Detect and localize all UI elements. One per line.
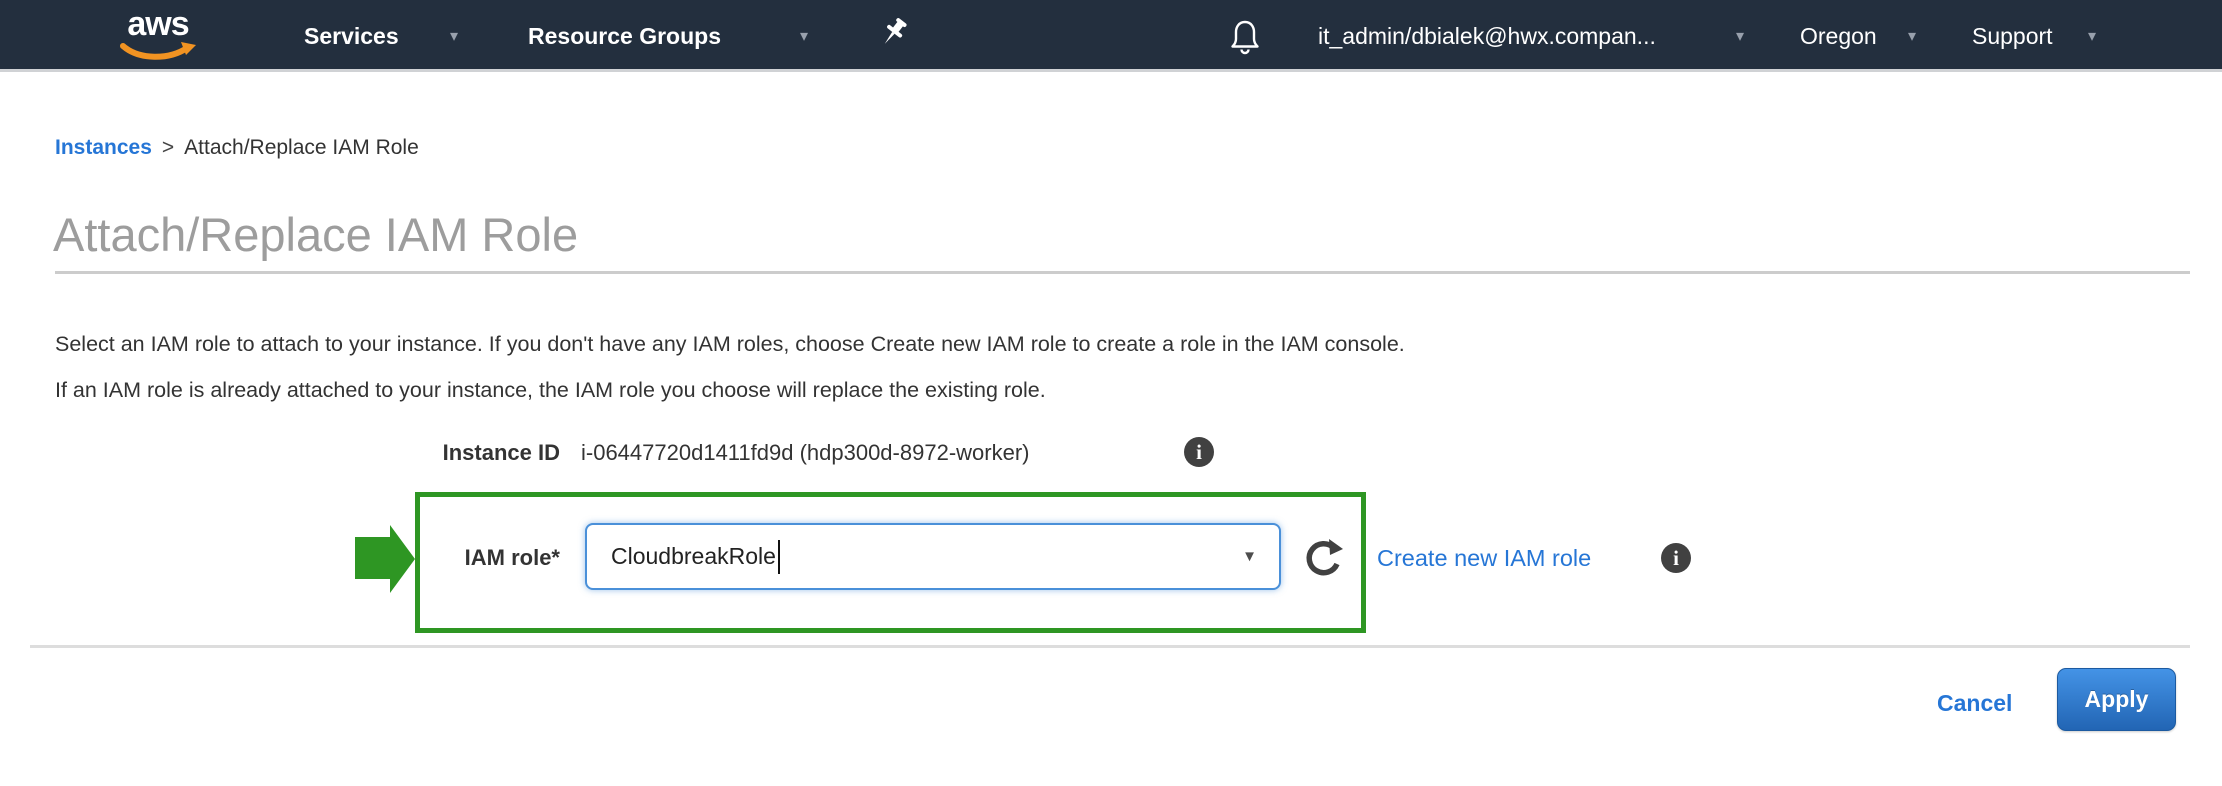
nav-resource-groups[interactable]: Resource Groups xyxy=(528,23,721,49)
green-highlight-box xyxy=(415,492,1366,633)
green-highlight-arrow-icon xyxy=(355,525,415,593)
text-cursor xyxy=(777,539,780,574)
title-divider xyxy=(55,271,2190,274)
top-navigation-bar: aws Services ▾ Resource Groups ▾ it_admi… xyxy=(0,0,2222,72)
region-caret-icon[interactable]: ▾ xyxy=(1908,28,1917,45)
user-account-menu[interactable]: it_admin/dbialek@hwx.compan... xyxy=(1318,23,1656,49)
iam-role-value: CloudbreakRole xyxy=(611,543,776,569)
aws-smile-icon xyxy=(120,42,196,60)
refresh-roles-icon[interactable] xyxy=(1303,536,1343,580)
instance-id-label: Instance ID xyxy=(442,440,560,465)
iam-role-info-icon[interactable]: i xyxy=(1661,543,1691,573)
apply-button[interactable]: Apply xyxy=(2057,668,2176,731)
user-menu-caret-icon[interactable]: ▾ xyxy=(1736,28,1745,45)
description-line-1: Select an IAM role to attach to your ins… xyxy=(55,332,1405,356)
page-title: Attach/Replace IAM Role xyxy=(53,208,579,261)
breadcrumb-separator: > xyxy=(161,136,175,159)
notifications-bell-icon[interactable] xyxy=(1229,18,1261,56)
resource-groups-caret-icon[interactable]: ▾ xyxy=(800,28,809,45)
iam-role-combobox[interactable]: CloudbreakRole ▼ xyxy=(585,523,1281,590)
breadcrumb: Instances > Attach/Replace IAM Role xyxy=(55,136,419,160)
support-menu[interactable]: Support xyxy=(1972,23,2053,49)
aws-logo[interactable]: aws xyxy=(116,6,200,68)
iam-role-label: IAM role* xyxy=(464,545,560,570)
instance-id-value: i-06447720d1411fd9d (hdp300d-8972-worker… xyxy=(581,440,1030,465)
description-line-2: If an IAM role is already attached to yo… xyxy=(55,378,1046,402)
cancel-button[interactable]: Cancel xyxy=(1937,690,2013,716)
pushpin-icon[interactable] xyxy=(877,17,911,55)
nav-services[interactable]: Services xyxy=(304,23,399,49)
combobox-dropdown-caret-icon: ▼ xyxy=(1242,548,1257,565)
instance-id-info-icon[interactable]: i xyxy=(1184,437,1214,467)
aws-logo-text: aws xyxy=(127,5,189,43)
services-caret-icon[interactable]: ▾ xyxy=(450,28,459,45)
breadcrumb-link-instances[interactable]: Instances xyxy=(55,136,152,159)
support-caret-icon[interactable]: ▾ xyxy=(2088,28,2097,45)
region-menu[interactable]: Oregon xyxy=(1800,23,1877,49)
breadcrumb-current: Attach/Replace IAM Role xyxy=(184,136,419,159)
page-description: Select an IAM role to attach to your ins… xyxy=(55,321,1405,413)
create-new-iam-role-link[interactable]: Create new IAM role xyxy=(1377,545,1592,571)
footer-divider xyxy=(30,645,2190,648)
